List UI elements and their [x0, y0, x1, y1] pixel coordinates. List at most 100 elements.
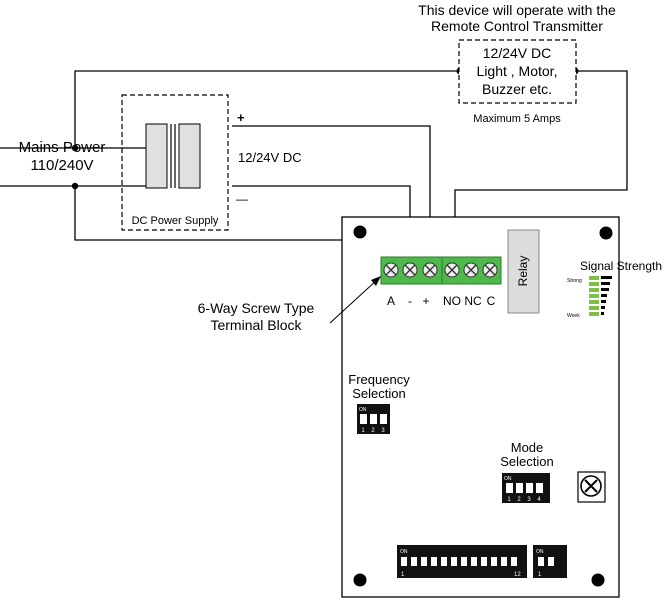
terminal-callout-arrowhead [371, 276, 381, 286]
relay-label: Relay [516, 256, 530, 287]
terminal-label-c: C [487, 294, 496, 308]
large-dip-toggle[interactable] [421, 557, 427, 566]
frequency-dip-toggle-3[interactable] [380, 414, 387, 424]
terminal-screw-c [482, 262, 498, 278]
mode-dip-number-3: 3 [527, 497, 531, 503]
large-dip-start-number: 1 [401, 572, 405, 578]
terminal-callout-line-2: Terminal Block [210, 317, 302, 333]
mounting-hole-top-right [599, 226, 613, 240]
small-dip-switch[interactable]: ON 1 [533, 545, 567, 578]
large-dip-switch[interactable]: ON 1 12 [397, 545, 527, 578]
small-dip-toggle-2[interactable] [548, 557, 554, 566]
large-dip-on-label: ON [400, 549, 408, 555]
large-dip-toggle[interactable] [451, 557, 457, 566]
terminal-label-a: A [387, 294, 395, 308]
frequency-dip-toggle-1[interactable] [360, 414, 367, 424]
signal-strong-label: Strong [567, 278, 582, 284]
terminal-screw-nc [463, 262, 479, 278]
load-line-3: Buzzer etc. [482, 81, 552, 97]
header-line-1: This device will operate with the [418, 2, 616, 18]
mode-dip-number-1: 1 [507, 497, 511, 503]
terminal-screw-minus [402, 262, 418, 278]
large-dip-toggle[interactable] [481, 557, 487, 566]
signal-led [589, 306, 599, 310]
load-box-border [458, 39, 577, 104]
mounting-hole-top-left [353, 225, 367, 239]
frequency-dip-switch[interactable]: ON 1 2 3 [357, 404, 390, 434]
frequency-dip-toggle-2[interactable] [370, 414, 377, 424]
signal-led [589, 288, 599, 292]
signal-bar [601, 288, 609, 291]
terminal-label-minus: - [408, 294, 412, 308]
mode-dip-on-label: ON [504, 476, 512, 482]
load-max-current: Maximum 5 Amps [473, 113, 561, 125]
power-supply-border [121, 94, 229, 231]
terminal-callout-line [329, 278, 379, 324]
large-dip-end-number: 12 [514, 572, 521, 578]
mains-line-2: 110/240V [30, 157, 93, 174]
load-line-1: 12/24V DC [483, 45, 551, 61]
large-dip-toggle[interactable] [501, 557, 507, 566]
signal-strength-title: Signal Strength [580, 259, 662, 273]
signal-led [589, 312, 599, 316]
psu-minus-label: — [236, 192, 248, 206]
junction-dot-mains-top [71, 144, 79, 152]
mounting-hole-bottom-right [591, 573, 605, 587]
small-dip-toggle-1[interactable] [538, 557, 544, 566]
signal-bar [601, 294, 607, 297]
psu-plus-label: + [237, 110, 245, 125]
transformer-coil-primary [145, 123, 168, 189]
large-dip-toggle[interactable] [431, 557, 437, 566]
potentiometer-slot [584, 479, 598, 493]
signal-bar [601, 306, 605, 309]
mode-dip-toggle-3[interactable] [526, 483, 533, 493]
mode-dip-switch[interactable]: ON 1 2 3 4 [502, 473, 550, 503]
mounting-hole-bottom-left [353, 573, 367, 587]
mode-dip-toggle-4[interactable] [536, 483, 543, 493]
wire-mains-to-load [74, 70, 460, 148]
large-dip-toggle[interactable] [401, 557, 407, 566]
relay [507, 229, 540, 314]
power-supply-label: DC Power Supply [132, 215, 219, 227]
large-dip-toggle[interactable] [491, 557, 497, 566]
signal-led [589, 282, 599, 286]
mains-line-1: Mains Power [19, 139, 106, 156]
large-dip-toggle[interactable] [411, 557, 417, 566]
signal-bar [601, 276, 612, 279]
large-dip-toggle[interactable] [441, 557, 447, 566]
frequency-dip-number-2: 2 [371, 428, 375, 434]
mode-label-line-2: Selection [500, 454, 553, 469]
frequency-dip-on-label: ON [359, 407, 367, 413]
signal-strength-meter [589, 276, 612, 316]
terminal-label-plus: + [422, 294, 429, 308]
terminal-screw-no [444, 262, 460, 278]
mode-dip-toggle-1[interactable] [506, 483, 513, 493]
terminal-screw-a [383, 262, 399, 278]
large-dip-toggles [401, 557, 517, 566]
terminal-label-nc: NC [464, 294, 482, 308]
load-box: 12/24V DC Light , Motor, Buzzer etc. [458, 39, 577, 104]
terminal-label-no: NO [443, 294, 461, 308]
signal-led [589, 300, 599, 304]
wire-load-to-relay-c [454, 70, 628, 258]
small-dip-on-label: ON [536, 549, 544, 555]
frequency-dip-number-1: 1 [361, 428, 365, 434]
signal-led [589, 276, 599, 280]
signal-bar-scale [601, 276, 612, 315]
wire-psu-plus-to-terminal [232, 125, 431, 258]
terminal-block [380, 256, 502, 285]
large-dip-toggle[interactable] [471, 557, 477, 566]
frequency-dip-number-3: 3 [381, 428, 385, 434]
large-dip-toggle[interactable] [511, 557, 517, 566]
terminal-callout-line-1: 6-Way Screw Type [198, 300, 315, 316]
mode-label-line-1: Mode [511, 440, 544, 455]
frequency-label-line-2: Selection [352, 386, 405, 401]
terminal-screw-plus [422, 262, 438, 278]
mode-dip-toggle-2[interactable] [516, 483, 523, 493]
large-dip-toggle[interactable] [461, 557, 467, 566]
potentiometer-adjuster[interactable] [577, 471, 606, 503]
signal-bar [601, 282, 610, 285]
mode-dip-number-4: 4 [537, 497, 541, 503]
signal-led-column [589, 276, 599, 316]
header-line-2: Remote Control Transmitter [431, 18, 603, 34]
